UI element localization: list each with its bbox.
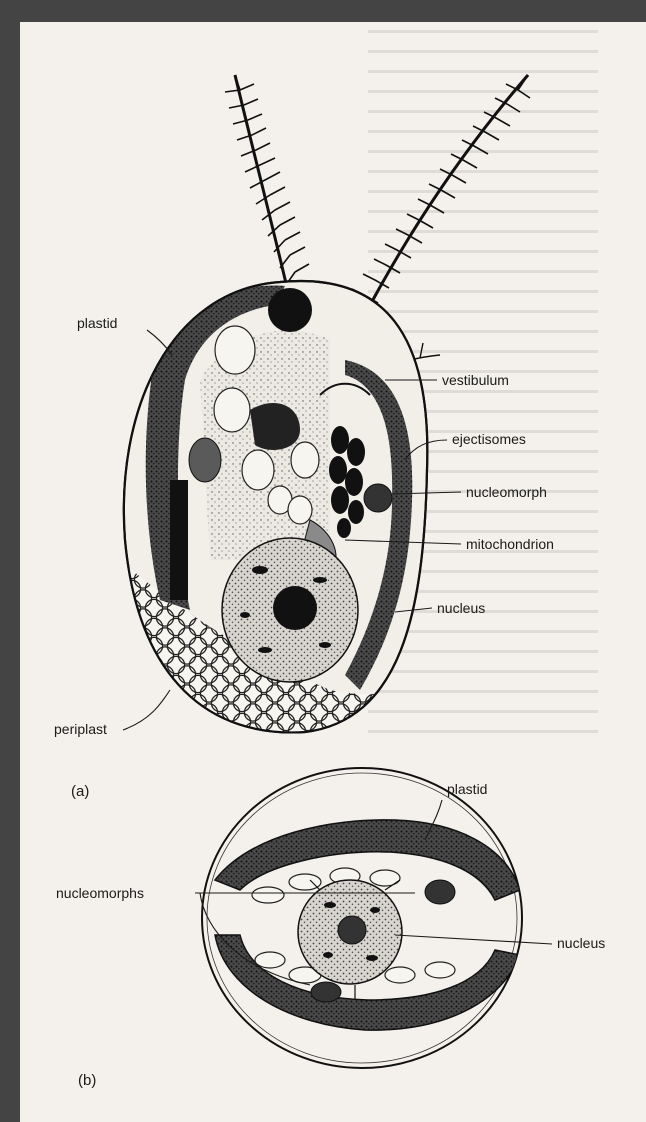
label-periplast: periplast — [54, 721, 107, 737]
nucleomorph-a — [364, 484, 392, 512]
label-nucleomorph: nucleomorph — [466, 484, 547, 500]
label-mitochondrion: mitochondrion — [466, 536, 554, 552]
nucleomorph-b-lower — [311, 982, 341, 1002]
nucleomorph-b-upper — [425, 880, 455, 904]
label-nucleus-a: nucleus — [437, 600, 485, 616]
label-nucleus-b: nucleus — [557, 935, 605, 951]
label-nucleomorphs: nucleomorphs — [56, 885, 144, 901]
panel-label-b: (b) — [78, 1072, 96, 1089]
panel-label-a: (a) — [71, 783, 89, 800]
label-plastid-a: plastid — [77, 315, 117, 331]
label-ejectisomes: ejectisomes — [452, 431, 526, 447]
label-plastid-b: plastid — [447, 781, 487, 797]
label-vestibulum: vestibulum — [442, 372, 509, 388]
figure-a-cell — [100, 75, 530, 760]
figure-b-cell — [202, 768, 522, 1068]
